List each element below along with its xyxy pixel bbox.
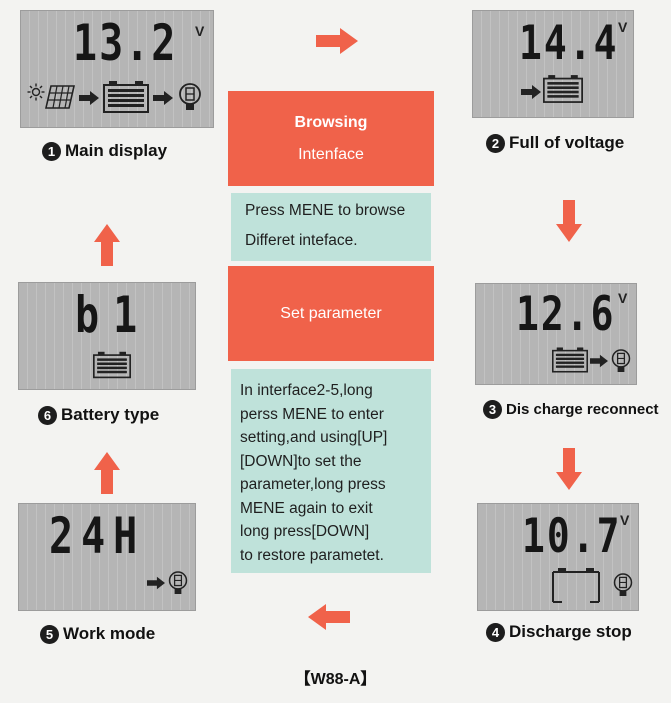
arrow-icon (147, 576, 165, 590)
panel-5-label: 5 Work mode (40, 624, 155, 644)
instruction-line: [DOWN]to set the (240, 452, 362, 470)
instruction-line: long press[DOWN] (240, 523, 370, 540)
step-number: 6 (38, 405, 57, 425)
unit-label: V (195, 23, 205, 39)
browsing-title: Browsing (294, 113, 368, 131)
instruction-line: perss MENE to enter (240, 405, 384, 423)
sun-icon (27, 83, 45, 101)
arrow-icon (590, 354, 608, 368)
lcd-reading: b1 (75, 287, 152, 345)
set-parameter-title: Set parameter (280, 304, 382, 322)
browse-text-line: Differet inteface. (245, 232, 358, 249)
step-number: 1 (42, 141, 61, 161)
instruction-line: In interface2-5,long (240, 382, 373, 399)
lamp-icon (179, 83, 201, 110)
battery-icon (552, 347, 588, 373)
lcd-reading: 12.6 (516, 286, 616, 341)
panel-6-label: 6 Battery type (38, 405, 159, 425)
browsing-subtitle: Intenface (298, 145, 364, 163)
panel-1-label: 1 Main display (42, 141, 167, 161)
panel-label-text: Discharge stop (509, 622, 632, 641)
panel-label-text: Battery type (61, 405, 160, 424)
arrow-down-icon (556, 448, 582, 490)
lcd-main-display: 13.2 V (20, 10, 214, 128)
lcd-reading: 10.7 (522, 508, 622, 563)
instruction-line: MENE again to exit (240, 499, 373, 517)
instruction-line: parameter,long press (240, 476, 386, 493)
arrow-up-icon (94, 452, 120, 494)
arrow-icon (521, 85, 541, 99)
battery-icon (93, 351, 131, 379)
lcd-reading: 13.2 (73, 15, 178, 73)
lcd-battery-type: b1 (18, 282, 196, 390)
panel-2-label: 2 Full of voltage (486, 133, 624, 153)
arrow-icon (153, 91, 173, 105)
parameter-instructions: In interface2-5,long perss MENE to enter… (231, 369, 431, 573)
lamp-icon (613, 573, 633, 596)
panel-label-text: Dis charge reconnect (506, 401, 659, 418)
arrow-icon (79, 91, 99, 105)
step-number: 3 (483, 400, 502, 419)
browse-text-line: Press MENE to browse (245, 202, 406, 219)
panel-label-text: Full of voltage (509, 133, 625, 152)
lcd-discharge-reconnect: 12.6 V (475, 283, 637, 385)
lcd-work-mode: 24H (18, 503, 196, 611)
panel-4-label: 4 Discharge stop (486, 622, 632, 642)
arrow-left-icon (308, 604, 350, 630)
step-number: 2 (486, 133, 505, 153)
instruction-line: setting,and using[UP] (240, 429, 388, 446)
step-number: 4 (486, 622, 505, 642)
browsing-interface-box: Browsing Intenface (228, 91, 434, 186)
model-footer: 【W88-A】 (294, 671, 377, 688)
lcd-full-voltage: 14.4 V (472, 10, 634, 118)
panel-label-text: Work mode (63, 624, 156, 643)
instruction-line: to restore parametet. (240, 546, 384, 564)
unit-label: V (618, 19, 628, 35)
lamp-icon (611, 349, 631, 372)
unit-label: V (620, 512, 630, 528)
lcd-reading: 14.4 (519, 15, 619, 70)
lcd-discharge-stop: 10.7 V (477, 503, 639, 611)
set-parameter-box: Set parameter (228, 266, 434, 361)
battery-icon (543, 75, 583, 103)
solar-panel-icon (45, 85, 75, 109)
unit-label: V (618, 290, 628, 306)
battery-icon (103, 81, 149, 113)
arrow-right-icon (316, 28, 358, 54)
browse-instructions: Press MENE to browse Differet inteface. (231, 193, 431, 261)
battery-empty-icon (552, 568, 600, 603)
panel-3-label: 3 Dis charge reconnect (483, 400, 659, 419)
step-number: 5 (40, 624, 59, 644)
panel-label-text: Main display (65, 141, 168, 160)
arrow-up-icon (94, 224, 120, 266)
lamp-icon (168, 571, 188, 594)
arrow-down-icon (556, 200, 582, 242)
lcd-reading: 24H (49, 508, 146, 566)
